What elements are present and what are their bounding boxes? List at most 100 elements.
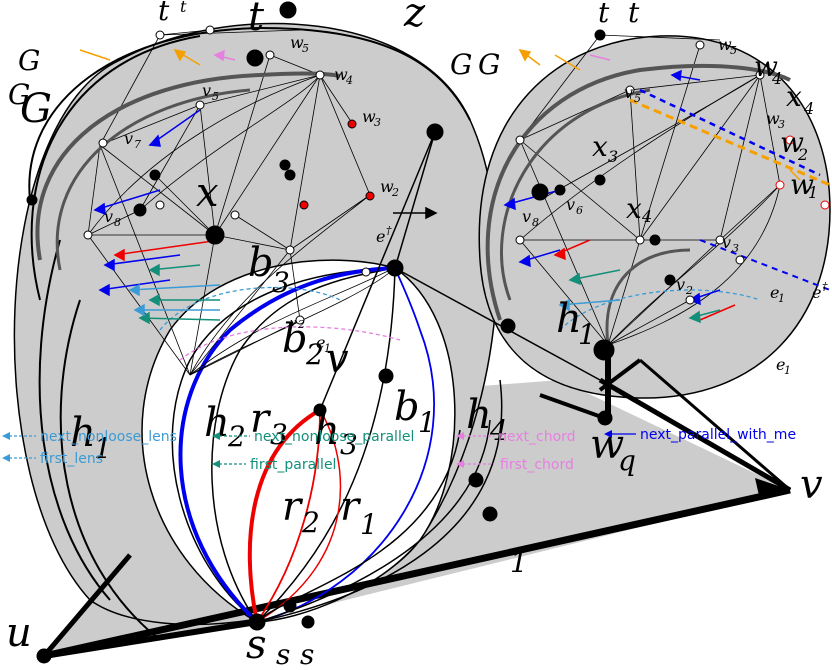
svg-text:6: 6 [576,204,583,217]
svg-text:v: v [124,129,133,148]
svg-text:h: h [204,400,230,446]
legend-first-parallel: first_parallel [212,457,336,473]
svg-text:2: 2 [797,145,808,164]
label-G-right: G [450,48,472,81]
svg-text:8: 8 [114,216,121,229]
arrow-to-v [755,478,790,500]
svg-text:x: x [786,80,802,113]
label-w2-right: w2 [780,126,808,164]
label-w5: w5 [290,33,309,55]
svg-text:w: w [718,35,732,54]
label-h4: h4 [466,392,508,447]
svg-text:1: 1 [808,183,818,202]
svg-text:first_parallel: first_parallel [250,457,336,473]
label-t-left-small: t [180,0,187,16]
label-v: v [800,462,823,508]
svg-text:h: h [466,392,492,438]
label-e-dagger-right: e† [812,280,828,302]
label-u: u [6,610,32,656]
svg-text:e: e [776,355,785,374]
svg-text:r: r [250,396,272,442]
svg-text:next_nonloose_parallel: next_nonloose_parallel [254,429,414,445]
svg-text:3: 3 [608,147,618,166]
label-e1-left: e1 [316,333,331,355]
legend-first-chord: first_chord [456,457,574,473]
label-e1-bottom: e1 [776,355,791,377]
svg-text:next_nonloose_lens: next_nonloose_lens [40,429,177,445]
svg-text:e: e [770,283,779,302]
svg-text:w: w [590,422,624,468]
svg-text:v: v [522,207,531,226]
svg-text:†: † [386,224,392,237]
label-e1-right: e1 [770,283,785,305]
svg-text:5: 5 [302,42,309,55]
svg-text:b: b [248,240,274,286]
svg-text:3: 3 [340,428,358,461]
svg-text:h: h [314,408,340,454]
svg-text:v: v [290,316,297,329]
svg-text:2: 2 [301,506,320,539]
svg-text:h: h [70,410,96,456]
svg-text:8: 8 [532,216,539,229]
svg-text:x: x [592,130,608,163]
svg-text:4: 4 [771,69,782,88]
label-one: 1 [510,546,528,579]
svg-text:4: 4 [803,99,814,118]
svg-text:w: w [334,65,348,84]
label-b2: b2 [282,316,324,371]
label-x: x [196,170,219,216]
svg-text:1: 1 [360,508,378,541]
svg-text:q: q [618,444,636,477]
svg-text:b: b [282,316,308,362]
svg-text:first_lens: first_lens [40,451,103,467]
svg-text:w: w [780,126,804,159]
svg-text:v: v [624,83,633,102]
label-b1: b1 [394,384,436,439]
svg-text:†: † [822,280,828,293]
svg-text:2: 2 [685,284,693,297]
legend-next-nonloose-parallel: next_nonloose_parallel [212,429,414,445]
svg-text:r: r [282,484,304,530]
label-e-dagger: e† [376,224,392,246]
label-v-mid: v [326,336,349,382]
label-G-left: G [20,86,52,132]
label-w4: w4 [334,65,353,87]
svg-text:1: 1 [784,364,791,377]
svg-text:4: 4 [641,207,652,226]
legend-next-chord: next_chord [456,429,576,445]
label-G-left2: G [8,78,30,111]
svg-text:7: 7 [134,138,141,151]
svg-text:1: 1 [778,292,785,305]
svg-text:4: 4 [345,74,353,87]
label-w3: w3 [362,107,381,129]
svg-text:3: 3 [270,418,288,451]
label-z: z [403,0,426,36]
colored-arrows [79,48,801,325]
svg-text:1: 1 [578,318,596,351]
legend-next-parallel-with-me: next_parallel_with_me [604,427,796,443]
svg-text:4: 4 [489,414,508,447]
svg-text:b: b [394,384,420,430]
svg-text:2: 2 [305,338,324,371]
svg-text:w: w [362,107,376,126]
label-s3: s [300,638,314,670]
svg-text:r: r [340,484,362,530]
label-w2: w2 [380,177,399,199]
label-w4-right: w4 [754,50,782,88]
label-s: s [246,622,267,668]
label-h1: h1 [70,410,112,465]
vertices [26,1,830,664]
svg-text:w: w [766,109,780,128]
